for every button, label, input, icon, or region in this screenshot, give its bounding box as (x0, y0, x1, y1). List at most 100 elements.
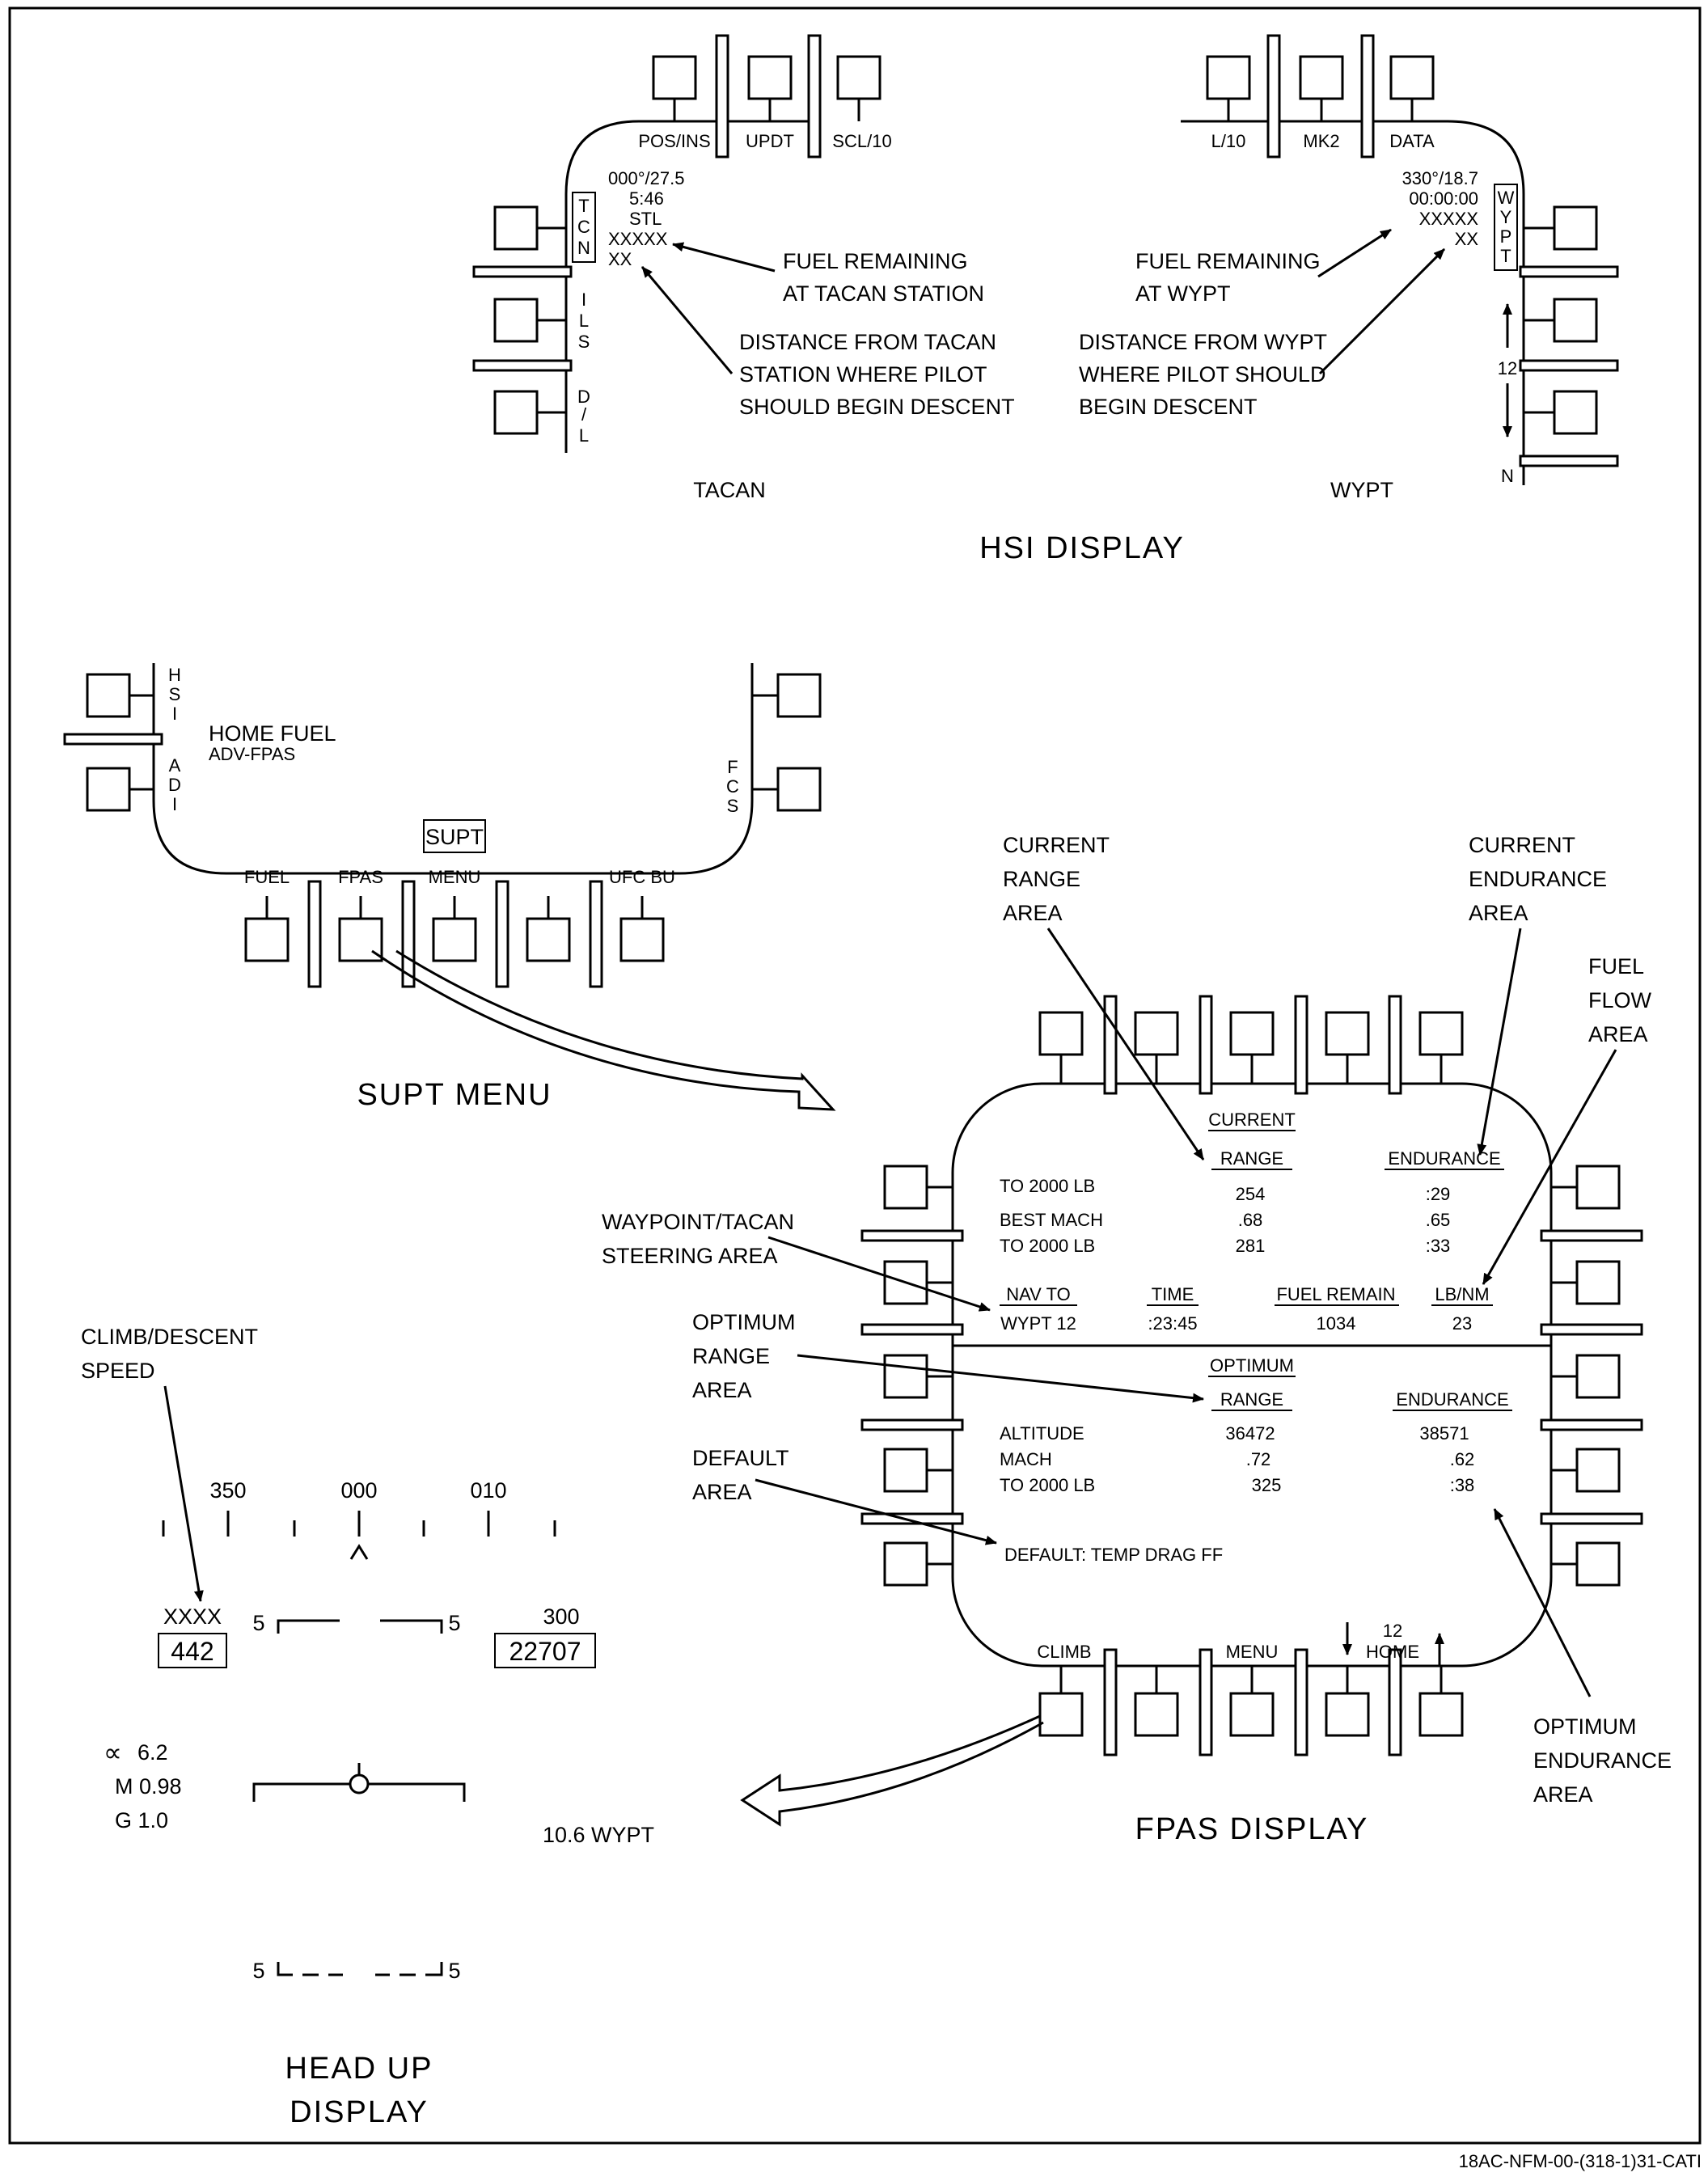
fcs-lower-button[interactable] (776, 767, 822, 812)
dl-l: L (579, 425, 589, 446)
altitude-value: 22707 (509, 1637, 581, 1666)
ils-i: I (581, 290, 586, 310)
climb-speed-xxxx: XXXX (163, 1604, 222, 1629)
current-row2-label: BEST MACH (1000, 1210, 1103, 1230)
supt-to-fpas-arrow (371, 949, 836, 1111)
wypt-decrement-button[interactable] (1553, 390, 1598, 435)
hud-title-line2: DISPLAY (290, 2095, 429, 2129)
lb-nm-value: 23 (1452, 1313, 1472, 1334)
optimum-row3-endurance: :38 (1450, 1475, 1475, 1495)
current-range-header: RANGE (1220, 1148, 1283, 1169)
l10-button[interactable] (1206, 55, 1251, 100)
north-marker: N (1501, 466, 1514, 486)
climb-button[interactable] (1038, 1692, 1084, 1737)
fuel-remain-header: FUEL REMAIN (1276, 1284, 1395, 1304)
pos-ins-label: POS/INS (638, 131, 710, 151)
optimum-endurance-callout-2: ENDURANCE (1533, 1748, 1672, 1773)
fpas-right-button-2[interactable] (1575, 1260, 1621, 1305)
supt-menu-title: SUPT MENU (357, 1078, 552, 1112)
supt-fpas-label: FPAS (338, 867, 383, 887)
wypt-increment-button[interactable] (1553, 298, 1598, 343)
current-row2-range: .68 (1238, 1210, 1263, 1230)
tacan-fuel-remaining: XXXXX (608, 229, 668, 249)
home-label: HOME (1366, 1642, 1419, 1662)
ils-s: S (578, 332, 590, 352)
figure-id: 18AC-NFM-00-(318-1)31-CATI (1459, 2151, 1702, 2171)
head-up-display: CLIMB/DESCENT SPEED 350 000 010 XXXX 442… (81, 1325, 654, 2129)
optimum-row2-label: MACH (1000, 1449, 1052, 1469)
tcn-t: T (578, 196, 589, 216)
airspeed-value: 442 (171, 1637, 214, 1666)
ils-button[interactable] (493, 298, 539, 343)
default-text: DEFAULT: TEMP DRAG FF (1004, 1545, 1223, 1565)
fcs-button[interactable] (776, 673, 822, 718)
hsi-button[interactable] (86, 673, 131, 718)
fpas-top-button-5[interactable] (1418, 1011, 1464, 1056)
fpas-top-button-2[interactable] (1134, 1011, 1179, 1056)
supt-blank-button[interactable] (526, 917, 571, 962)
ufc-bu-button[interactable] (619, 917, 665, 962)
pos-ins-button[interactable] (652, 55, 697, 100)
wypt-distance-callout-2: WHERE PILOT SHOULD (1079, 362, 1326, 387)
menu-button[interactable] (432, 917, 477, 962)
current-row3-endurance: :33 (1426, 1236, 1451, 1256)
home-increment-button[interactable] (1418, 1692, 1464, 1737)
adi-button[interactable] (86, 767, 131, 812)
fuel-flow-callout-2: FLOW (1588, 988, 1652, 1012)
fuel-flow-callout-1: FUEL (1588, 954, 1644, 979)
supt-adi-i: I (172, 794, 177, 814)
fpas-top-button-4[interactable] (1325, 1011, 1370, 1056)
fpas-left-button-3[interactable] (883, 1354, 928, 1399)
tacan-descent-distance: XX (608, 249, 632, 269)
wypt-distance: 10.6 WYPT (543, 1823, 654, 1847)
optimum-range-callout-2: RANGE (692, 1344, 770, 1368)
tcn-c: C (577, 217, 590, 237)
mk2-button[interactable] (1299, 55, 1344, 100)
fpas-right-button-4[interactable] (1575, 1448, 1621, 1493)
wypt-distance-callout-3: BEGIN DESCENT (1079, 395, 1258, 419)
altitude-rate: 300 (543, 1604, 579, 1629)
climb-to-hud-arrow (740, 1714, 1044, 1827)
tacan-distance-callout-2: STATION WHERE PILOT (739, 362, 987, 387)
fpas-left-button-5[interactable] (883, 1541, 928, 1587)
fpas-left-button-1[interactable] (883, 1165, 928, 1210)
default-area-callout-2: AREA (692, 1480, 752, 1504)
wypt-button[interactable] (1553, 205, 1598, 251)
fpas-right-button-3[interactable] (1575, 1354, 1621, 1399)
dl-button[interactable] (493, 390, 539, 435)
optimum-endurance-callout-1: OPTIMUM (1533, 1714, 1637, 1739)
fuel-button[interactable] (244, 917, 290, 962)
tacan-distance-callout-1: DISTANCE FROM TACAN (739, 330, 996, 354)
current-row3-label: TO 2000 LB (1000, 1236, 1095, 1256)
home-decrement-button[interactable] (1325, 1692, 1370, 1737)
current-row2-endurance: .65 (1426, 1210, 1451, 1230)
fpas-left-button-4[interactable] (883, 1448, 928, 1493)
alpha-symbol: ∝ (104, 1738, 122, 1767)
tcn-button[interactable] (493, 205, 539, 251)
current-row1-range: 254 (1236, 1184, 1266, 1204)
waypoint-tacan-callout-2: STEERING AREA (602, 1244, 778, 1268)
wypt-t: T (1500, 246, 1511, 266)
altitude-box (494, 1633, 596, 1668)
updt-button[interactable] (747, 55, 793, 100)
supt-box-label: SUPT (425, 825, 484, 849)
current-header: CURRENT (1208, 1110, 1296, 1130)
fpas-right-button-1[interactable] (1575, 1165, 1621, 1210)
scl10-button[interactable] (836, 55, 881, 100)
fpas-bottom-button-2[interactable] (1134, 1692, 1179, 1737)
fpas-callouts: CURRENT RANGE AREA CURRENT ENDURANCE ARE… (602, 833, 1672, 1807)
data-button[interactable] (1389, 55, 1435, 100)
nav-to-value: WYPT 12 (1000, 1313, 1076, 1334)
optimum-row2-range: .72 (1246, 1449, 1271, 1469)
fpas-top-button-3[interactable] (1229, 1011, 1275, 1056)
tacan-distance-callout-3: SHOULD BEGIN DESCENT (739, 395, 1015, 419)
fpas-right-button-5[interactable] (1575, 1541, 1621, 1587)
pitch-5-right: 5 (448, 1611, 460, 1635)
fpas-top-button-1[interactable] (1038, 1011, 1084, 1056)
waypoint-tacan-callout-1: WAYPOINT/TACAN (602, 1210, 794, 1234)
wypt-w: W (1498, 188, 1515, 208)
wypt-bearing-range: 330°/18.7 (1402, 168, 1478, 188)
fpas-menu-button[interactable] (1229, 1692, 1275, 1737)
heading-350: 350 (209, 1478, 246, 1503)
climb-callout-2: SPEED (81, 1359, 155, 1383)
